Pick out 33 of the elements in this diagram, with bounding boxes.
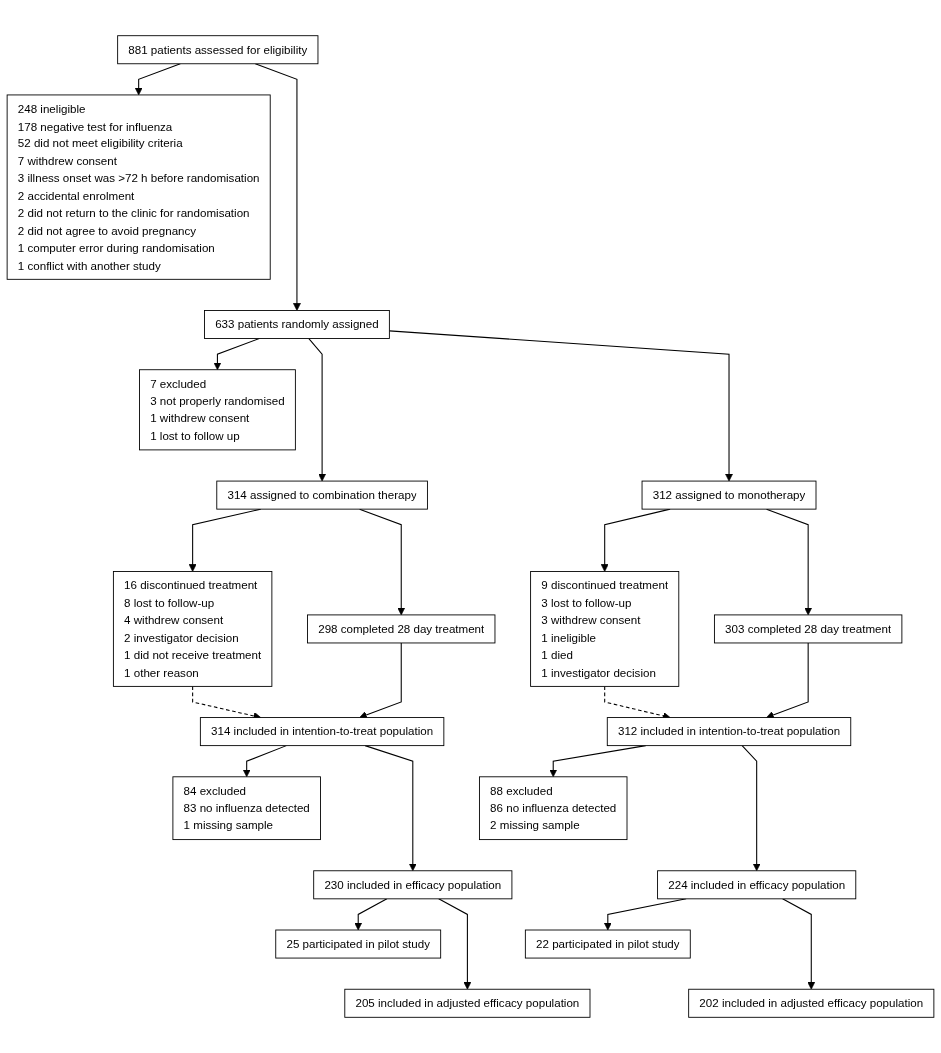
arrow xyxy=(213,338,260,371)
arrow xyxy=(359,642,402,719)
arrow xyxy=(308,338,326,482)
node-box: 84 excluded 83 no influenza detected 1 missing sample xyxy=(172,776,321,841)
node-box: 202 included in adjusted efficacy population xyxy=(688,988,935,1018)
node-box: 881 patients assessed for eligibility xyxy=(117,35,319,65)
arrow xyxy=(782,898,816,990)
arrow xyxy=(364,745,417,872)
node-box: 230 included in efficacy population xyxy=(313,870,513,900)
arrow xyxy=(254,63,301,311)
arrow xyxy=(438,898,472,990)
node-box: 314 assigned to combination therapy xyxy=(216,480,428,510)
node-box: 25 participated in pilot study xyxy=(275,929,442,959)
node-box: 16 discontinued treatment 8 lost to follow-up 4 withdrew consent 2 investigator decision 1 did not receive treatment 1 other reason xyxy=(112,571,273,687)
node-box: 224 included in efficacy population xyxy=(657,870,857,900)
node-box: 88 excluded 86 no influenza detected 2 missing sample xyxy=(479,776,628,841)
arrow xyxy=(242,745,287,778)
arrow xyxy=(766,642,809,719)
node-box: 205 included in adjusted efficacy population xyxy=(344,988,591,1018)
node-box: 303 completed 28 day treatment xyxy=(713,614,903,644)
node-box: 298 completed 28 day treatment xyxy=(307,614,496,644)
node-box: 22 participated in pilot study xyxy=(524,929,691,959)
arrow xyxy=(741,745,761,872)
node-box: 312 assigned to monotherapy xyxy=(641,480,817,510)
node-box: 633 patients randomly assigned xyxy=(204,310,390,339)
node-box: 7 excluded 3 not properly randomised 1 withdrew consent 1 lost to follow up xyxy=(139,369,296,451)
arrow xyxy=(354,898,388,931)
node-box: 248 ineligible 178 negative test for influenza 52 did not meet eligibility criteria 7 withdrew consent 3 illness onset was >72 h before randomisation 2 accidental enrolment 2 did not return to the clinic for randomisation 2 did not agree to avoid pregnancy 1 computer error during randomisation 1 conflict with another study xyxy=(6,94,271,280)
node-box: 9 discontinued treatment 3 lost to follow-up 3 withdrew consent 1 ineligible 1 died 1 investigator decision xyxy=(530,571,680,687)
node-box: 314 included in intention-to-treat population xyxy=(199,717,445,747)
node-box: 312 included in intention-to-treat population xyxy=(606,717,852,747)
arrow xyxy=(134,63,181,96)
arrow xyxy=(388,330,733,482)
